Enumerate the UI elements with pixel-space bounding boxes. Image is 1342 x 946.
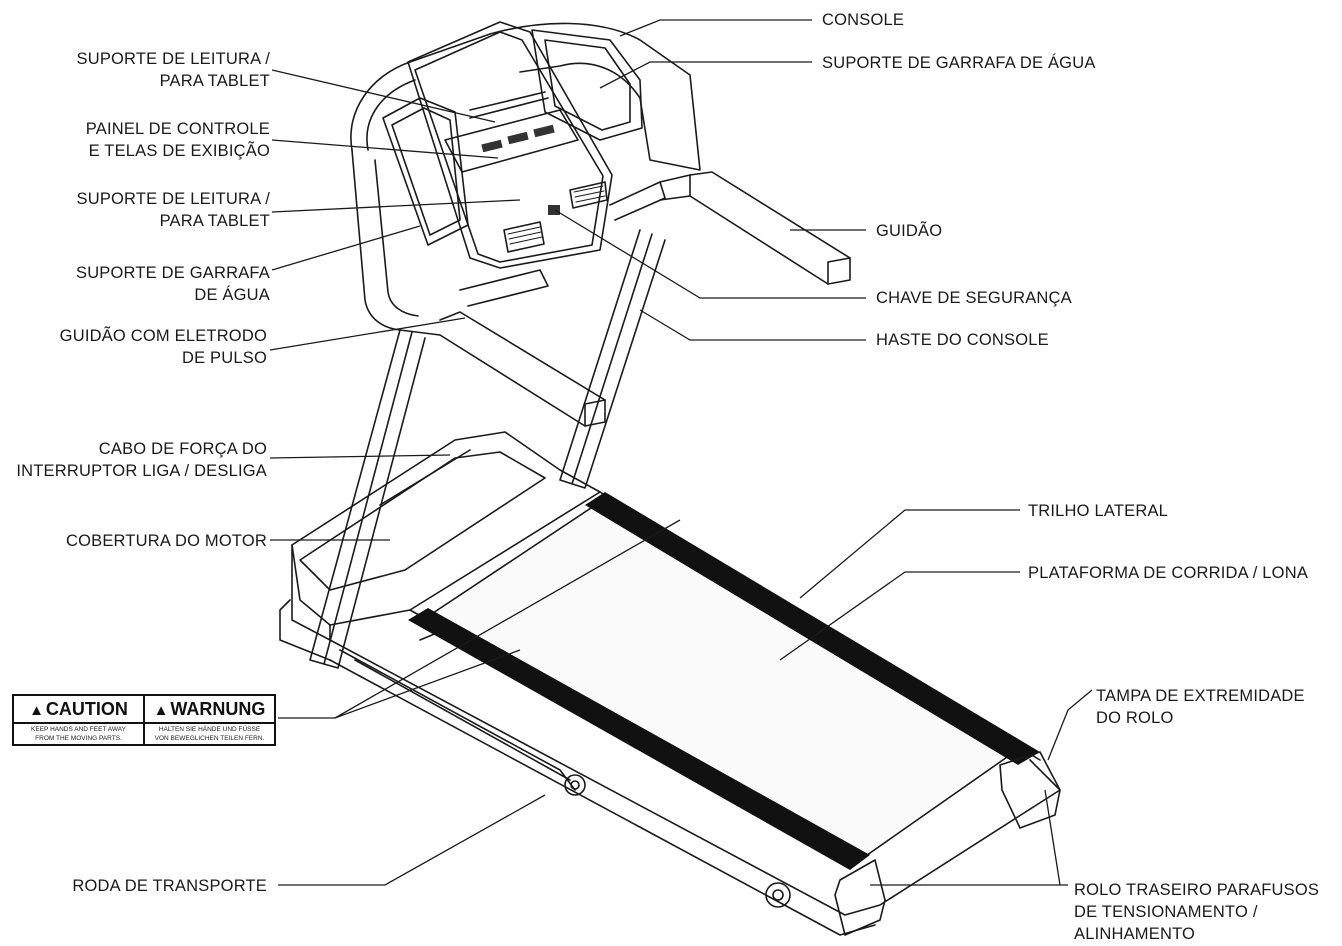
warnung-panel: ▲WARNUNG HALTEN SIE HÄNDE UND FÜSSE VON … — [143, 696, 274, 744]
warnung-text: HALTEN SIE HÄNDE UND FÜSSE VON BEWEGLICH… — [154, 726, 265, 742]
label-reading-rack-bottom: SUPORTE DE LEITURA / PARA TABLET — [76, 190, 270, 230]
display-windows — [481, 124, 560, 215]
label-rear-roller-bolts: ROLO TRASEIRO PARAFUSOS DE TENSIONAMENTO… — [1074, 881, 1320, 943]
label-safety-key: CHAVE DE SEGURANÇA — [876, 289, 1072, 307]
label-side-rail: TRILHO LATERAL — [1028, 502, 1169, 520]
upright-right — [559, 229, 666, 489]
label-console-mast: HASTE DO CONSOLE — [876, 331, 1049, 349]
warning-triangle-icon: ▲ — [29, 702, 44, 719]
caution-text: KEEP HANDS AND FEET AWAY FROM THE MOVING… — [31, 726, 126, 742]
upright-left — [309, 329, 426, 669]
label-reading-rack-top: SUPORTE DE LEITURA / PARA TABLET — [76, 50, 270, 90]
handlebar-left — [439, 181, 666, 427]
caution-title: CAUTION — [45, 699, 128, 719]
console-frame — [350, 21, 701, 336]
label-roller-end-cap: TAMPA DE EXTREMIDADE DO ROLO — [1096, 687, 1305, 727]
leader-lines — [269, 19, 1093, 886]
warnung-title: WARNUNG — [170, 699, 266, 719]
label-pulse-handlebar: GUIDÃO COM ELETRODO DE PULSO — [59, 327, 267, 367]
label-power-cord: CABO DE FORÇA DO INTERRUPTOR LIGA / DESL… — [16, 440, 267, 480]
label-handlebar: GUIDÃO — [876, 222, 943, 240]
label-control-panel: PAINEL DE CONTROLE E TELAS DE EXIBIÇÃO — [85, 120, 270, 160]
side-rail-dark — [408, 492, 1040, 870]
caution-panel: ▲CAUTION KEEP HANDS AND FEET AWAY FROM T… — [14, 696, 143, 744]
end-caps — [834, 751, 1061, 936]
label-water-bottle-holder-right: SUPORTE DE GARRAFA DE ÁGUA — [822, 54, 1096, 72]
label-console: CONSOLE — [822, 11, 905, 29]
label-transport-wheel: RODA DE TRANSPORTE — [72, 877, 267, 895]
transport-wheels — [564, 774, 791, 908]
label-running-deck: PLATAFORMA DE CORRIDA / LONA — [1028, 564, 1309, 582]
warning-triangle-icon: ▲ — [153, 702, 169, 719]
label-water-bottle-holder-left: SUPORTE DE GARRAFA DE ÁGUA — [75, 264, 270, 304]
warning-sticker: ▲CAUTION KEEP HANDS AND FEET AWAY FROM T… — [12, 694, 276, 746]
handlebar-right — [659, 171, 851, 285]
speaker-grilles — [507, 185, 606, 245]
label-motor-cover: COBERTURA DO MOTOR — [65, 532, 267, 550]
